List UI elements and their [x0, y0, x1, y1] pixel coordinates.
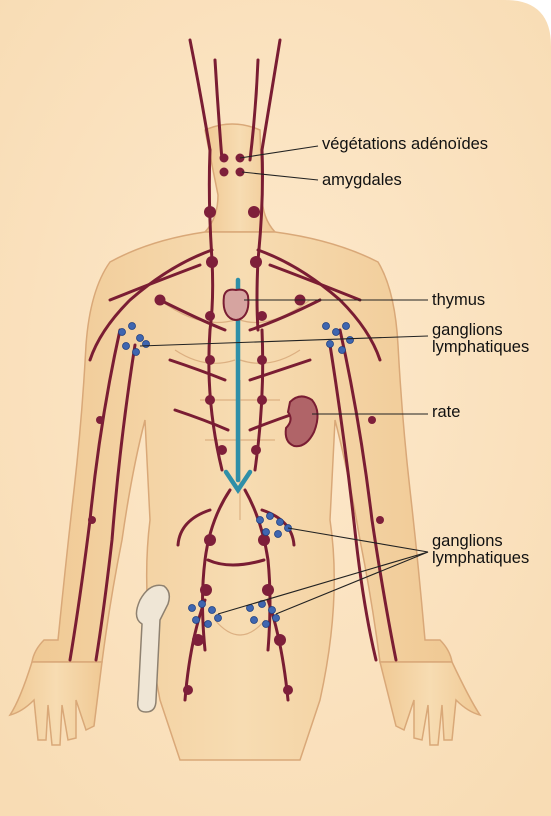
label-lymph-nodes-lower-line2: lymphatiques: [432, 550, 529, 567]
label-lymph-nodes-lower-line1: ganglions: [432, 533, 503, 550]
label-lymph-nodes-upper-line2: lymphatiques: [432, 339, 529, 356]
label-thymus: thymus: [432, 292, 485, 309]
thymus-organ: [224, 290, 249, 320]
label-tonsils: amygdales: [322, 172, 402, 189]
label-spleen: rate: [432, 404, 460, 421]
label-adenoids: végétations adénoïdes: [322, 136, 488, 153]
label-lymph-nodes-upper-line1: ganglions: [432, 322, 503, 339]
